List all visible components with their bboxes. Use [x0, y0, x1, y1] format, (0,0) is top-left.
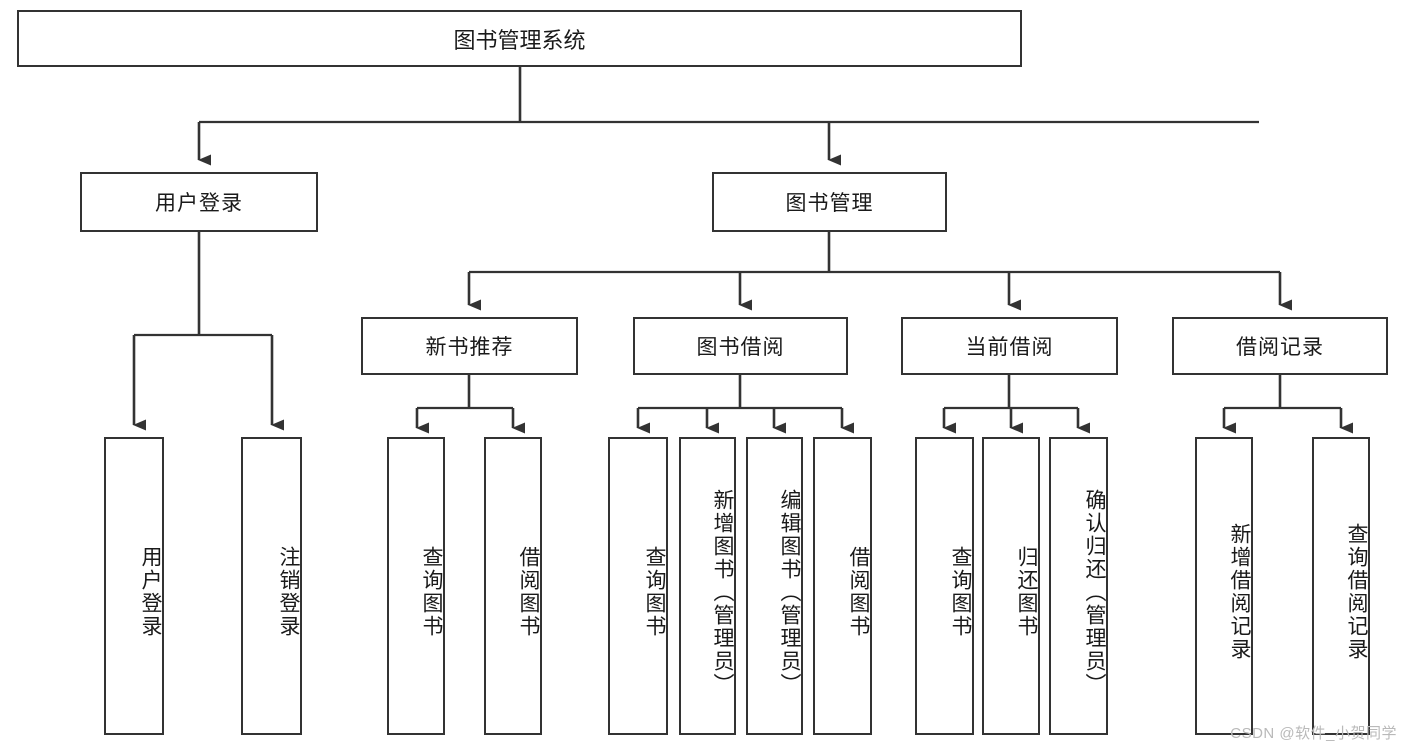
leaf-return-book[interactable]: 归还图书 — [982, 437, 1040, 735]
leaf-add-book-admin[interactable]: 新增图书（管理员） — [679, 437, 736, 735]
node-book-management[interactable]: 图书管理 — [712, 172, 947, 232]
leaf-borrow-book-new[interactable]: 借阅图书 — [484, 437, 542, 735]
watermark: CSDN @软件_小贺同学 — [1230, 725, 1397, 742]
node-current-borrow[interactable]: 当前借阅 — [901, 317, 1118, 375]
leaf-confirm-return-admin[interactable]: 确认归还（管理员） — [1049, 437, 1108, 735]
node-user-login[interactable]: 用户登录 — [80, 172, 318, 232]
leaf-query-book-current[interactable]: 查询图书 — [915, 437, 974, 735]
node-root[interactable]: 图书管理系统 — [17, 10, 1022, 67]
leaf-query-book-borrow[interactable]: 查询图书 — [608, 437, 668, 735]
leaf-query-borrow-record[interactable]: 查询借阅记录 — [1312, 437, 1370, 735]
leaf-edit-book-admin[interactable]: 编辑图书（管理员） — [746, 437, 803, 735]
leaf-logout[interactable]: 注销登录 — [241, 437, 302, 735]
node-book-borrow[interactable]: 图书借阅 — [633, 317, 848, 375]
leaf-add-borrow-record[interactable]: 新增借阅记录 — [1195, 437, 1253, 735]
leaf-query-book-new[interactable]: 查询图书 — [387, 437, 445, 735]
leaf-user-login[interactable]: 用户登录 — [104, 437, 164, 735]
node-borrow-record[interactable]: 借阅记录 — [1172, 317, 1388, 375]
leaf-borrow-book[interactable]: 借阅图书 — [813, 437, 872, 735]
node-new-book-recommend[interactable]: 新书推荐 — [361, 317, 578, 375]
